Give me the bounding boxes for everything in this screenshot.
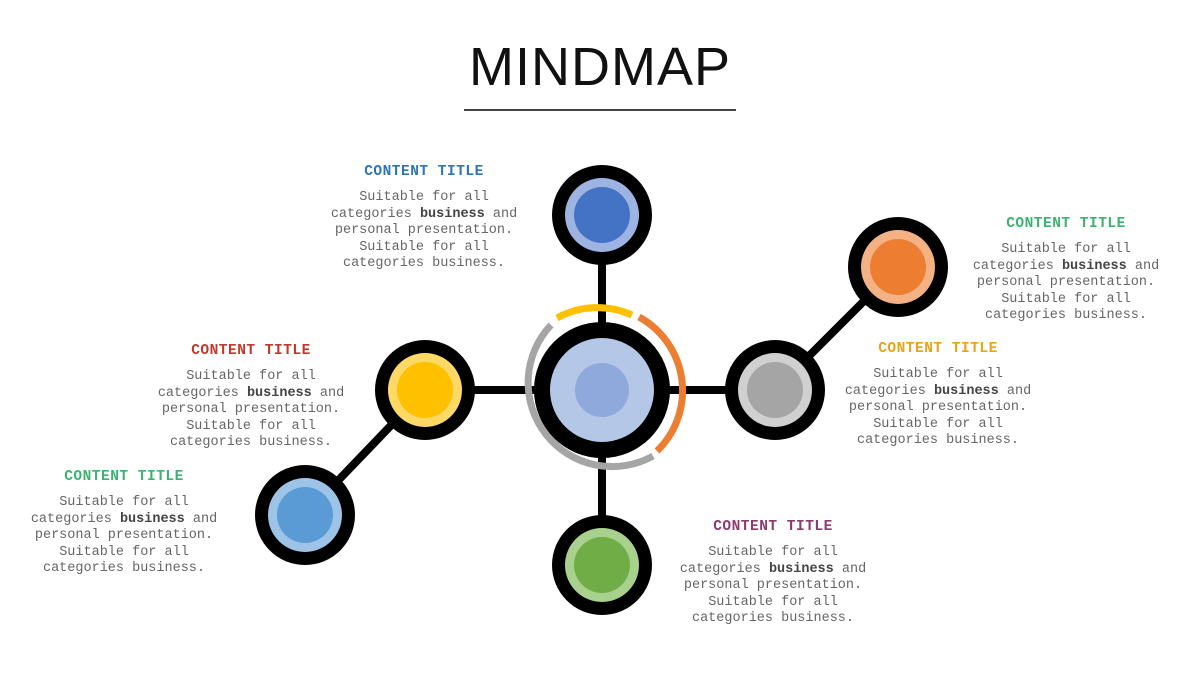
block-title: CONTENT TITLE xyxy=(878,341,998,357)
node-left xyxy=(375,340,475,440)
center-node xyxy=(534,322,670,458)
node-bottom xyxy=(552,515,652,615)
node-upper-right xyxy=(848,217,948,317)
node-lower-left-core xyxy=(277,487,333,543)
block-body: Suitable for all categories business and… xyxy=(157,369,345,450)
text-block-top: CONTENT TITLE Suitable for all categorie… xyxy=(319,164,529,273)
node-right xyxy=(725,340,825,440)
block-body: Suitable for all categories business and… xyxy=(330,190,518,271)
text-block-right: CONTENT TITLE Suitable for all categorie… xyxy=(833,341,1043,450)
block-title: CONTENT TITLE xyxy=(191,343,311,359)
block-title: CONTENT TITLE xyxy=(713,519,833,535)
block-title: CONTENT TITLE xyxy=(364,164,484,180)
text-block-lower-left: CONTENT TITLE Suitable for all categorie… xyxy=(19,469,229,578)
center-arc-gray xyxy=(524,322,655,471)
node-upper-right-core xyxy=(870,239,926,295)
block-title: CONTENT TITLE xyxy=(1006,216,1126,232)
title-underline xyxy=(464,109,736,111)
text-block-upper-right: CONTENT TITLE Suitable for all categorie… xyxy=(961,216,1171,325)
block-title: CONTENT TITLE xyxy=(64,469,184,485)
node-top-core xyxy=(574,187,630,243)
block-body: Suitable for all categories business and… xyxy=(844,367,1032,448)
page-title: MINDMAP xyxy=(469,37,731,97)
center-arc-orange xyxy=(637,313,687,454)
center-arc-yellow xyxy=(555,304,634,322)
text-block-left: CONTENT TITLE Suitable for all categorie… xyxy=(146,343,356,452)
node-left-core xyxy=(397,362,453,418)
node-lower-left xyxy=(255,465,355,565)
block-body: Suitable for all categories business and… xyxy=(679,545,867,626)
node-top xyxy=(552,165,652,265)
text-block-bottom: CONTENT TITLE Suitable for all categorie… xyxy=(668,519,878,628)
block-body: Suitable for all categories business and… xyxy=(972,242,1160,323)
block-body: Suitable for all categories business and… xyxy=(30,495,218,576)
center-node-core xyxy=(575,363,629,417)
node-bottom-core xyxy=(574,537,630,593)
node-right-core xyxy=(747,362,803,418)
